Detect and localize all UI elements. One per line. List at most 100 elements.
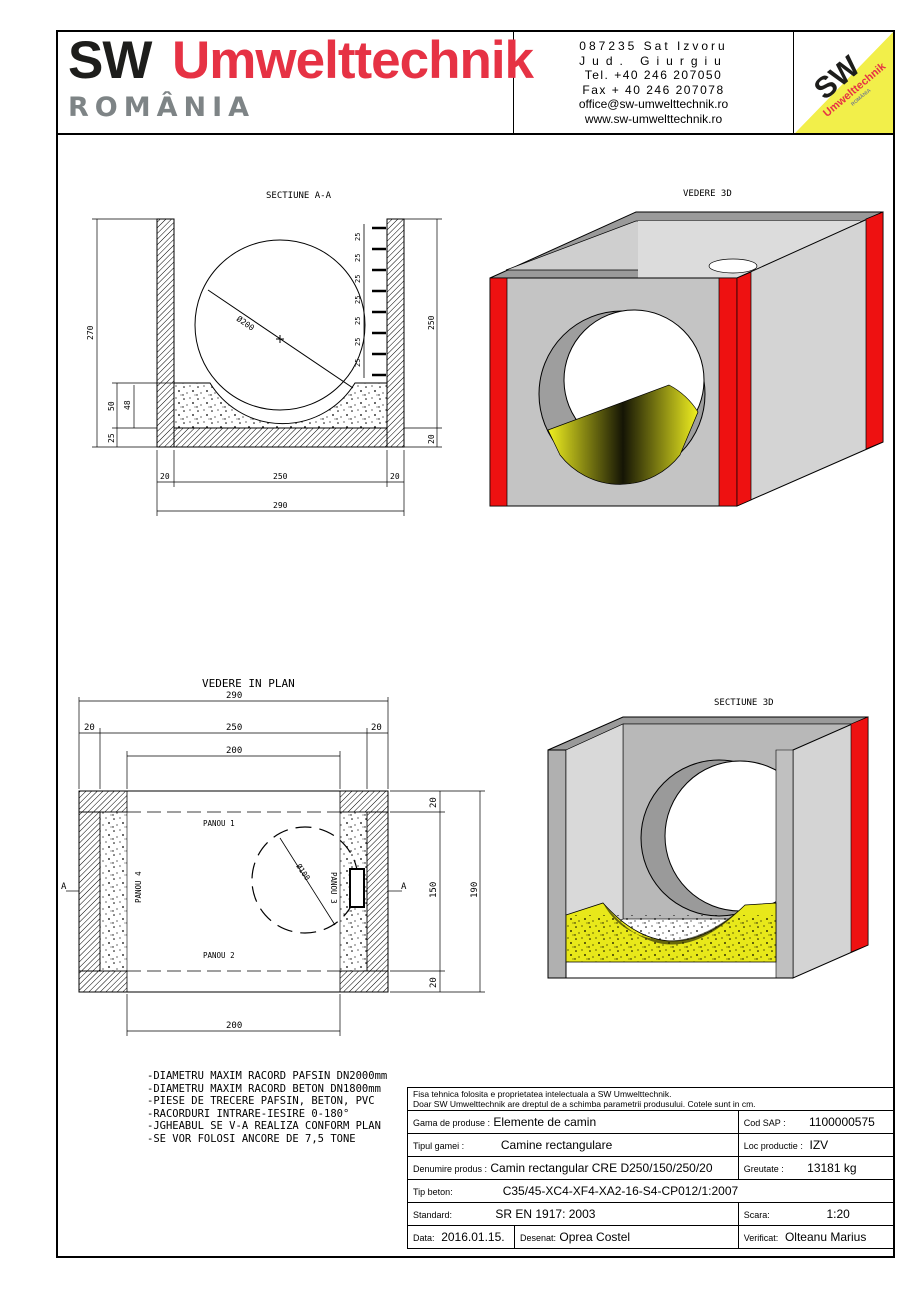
tip-beton-label: Tip beton: [413,1187,453,1197]
scara-value: 1:20 [826,1207,850,1221]
tip-gama-label: Tipul gamei : [413,1141,465,1151]
gama-label: Gama de produse : [413,1118,491,1128]
sw-badge-logo: SW Umwelttechnik ROMÂNIA [795,32,893,133]
section-3d-title: SECTIUNE 3D [714,698,774,708]
plan-dim-w290: 290 [226,691,242,701]
view-3d-model [489,211,884,507]
dim-step: 25 [354,296,362,304]
plan-dim-h190: 190 [470,882,480,898]
brand-country: ROMÂNIA [68,92,256,123]
greutate-value: 13181 kg [807,1161,857,1175]
verificat-cell: Verificat: Olteanu Marius [737,1225,896,1249]
contact-county: Jud. Giurgiu [579,53,728,68]
tip-gama-cell: Tipul gamei : Camine rectangulare [407,1133,739,1157]
standard-cell: Standard: SR EN 1917: 2003 [407,1202,739,1226]
standard-value: SR EN 1917: 2003 [495,1207,596,1221]
plan-dim-d100: Ø100 [294,862,312,882]
tip-gama-value: Camine rectangulare [500,1138,613,1152]
disclaimer: Fisa tehnica folosita e proprietatea int… [407,1087,895,1111]
verificat-label: Verificat: [743,1233,779,1243]
tip-beton-value: C35/45-XC4-XF4-XA2-16-S4-CP012/1:2007 [502,1184,739,1198]
cod-sap-label: Cod SAP : [743,1118,786,1128]
contact-address: 087235 Sat Izvoru [579,39,728,53]
denumire-cell: Denumire produs : Camin rectangular CRE … [407,1156,739,1180]
drawing-sheet: SW Umwelttechnik ROMÂNIA 087235 Sat Izvo… [56,30,895,1258]
denumire-label: Denumire produs : [413,1164,488,1174]
plan-view: 290 20 250 20 200 200 20 150 20 190 A A … [61,691,485,1036]
data-value: 2016.01.15. [441,1230,505,1244]
plan-dim-w200-bottom: 200 [226,1021,242,1031]
contact-phone: Tel. +40 246 207050 [584,68,723,82]
dim-w250: 250 [273,472,288,481]
disclaimer-line-1: Fisa tehnica folosita e proprietatea int… [413,1089,672,1099]
plan-dim-w250: 250 [226,723,242,733]
plan-dim-w20-left: 20 [84,723,95,733]
dim-h25: 25 [107,433,116,443]
loc-productie-value: IZV [809,1138,829,1152]
plan-dim-h20-top: 20 [429,797,439,808]
section-3d-model [547,716,869,979]
cod-sap-cell: Cod SAP : 1100000575 [737,1110,896,1134]
note-item: -DIAMETRU MAXIM RACORD PAFSIN DN2000mm [147,1070,388,1082]
dim-h48: 48 [123,400,132,410]
dim-h250: 250 [427,315,436,330]
tip-beton-cell: Tip beton: C35/45-XC4-XF4-XA2-16-S4-CP01… [407,1179,895,1203]
panou-3-label: PANOU 3 [329,872,338,904]
data-cell: Data: 2016.01.15. [407,1225,515,1249]
scara-cell: Scara: 1:20 [737,1202,896,1226]
dim-step: 25 [354,317,362,325]
view-3d-title: VEDERE 3D [683,189,732,199]
dim-w20-right: 20 [390,472,400,481]
dim-w20-left: 20 [160,472,170,481]
dim-step: 25 [354,275,362,283]
dim-step: 25 [354,359,362,367]
desenat-value: Oprea Costel [559,1230,631,1244]
section-mark-a-right: A [401,882,407,892]
panou-4-label: PANOU 4 [134,871,143,903]
brand-sw: SW [68,31,152,90]
note-item: -PIESE DE TRECERE PAFSIN, BETON, PVC [147,1095,375,1108]
plan-dim-h150: 150 [429,882,439,898]
note-item: -DIAMETRU MAXIM RACORD BETON DN1800mm [147,1082,381,1095]
brand-umwelttechnik: Umwelttechnik [172,31,534,90]
dim-step: 25 [354,233,362,241]
dim-w290: 290 [273,501,288,510]
plan-dim-h20-bottom: 20 [429,977,439,988]
denumire-value: Camin rectangular CRE D250/150/250/20 [490,1161,713,1175]
scara-label: Scara: [743,1210,770,1220]
dim-h20: 20 [427,434,436,444]
technical-notes: -DIAMETRU MAXIM RACORD PAFSIN DN2000mm -… [147,1070,387,1146]
contact-info: 087235 Sat Izvoru Jud. Giurgiu Tel. +40 … [514,32,794,133]
contact-email: office@sw-umwelttechnik.ro [578,97,729,111]
dim-h270: 270 [86,325,95,340]
dim-step: 25 [354,338,362,346]
desenat-label: Desenat: [520,1233,557,1243]
dim-h50: 50 [107,401,116,411]
section-mark-a-left: A [61,882,67,892]
dim-step: 25 [354,254,362,262]
plan-dim-w20-right: 20 [371,723,382,733]
dim-d200: Ø200 [235,313,257,332]
plan-dim-w200-top: 200 [226,746,242,756]
greutate-label: Greutate : [743,1164,784,1174]
contact-web: www.sw-umwelttechnik.ro [584,111,723,126]
standard-label: Standard: [413,1210,453,1220]
desenat-cell: Desenat: Oprea Costel [514,1225,739,1249]
loc-productie-cell: Loc productie : IZV [737,1133,896,1157]
note-item: -JGHEABUL SE V-A REALIZA CONFORM PLAN [147,1120,381,1133]
company-logo: SW Umwelttechnik ROMÂNIA [58,31,534,133]
header: SW Umwelttechnik ROMÂNIA 087235 Sat Izvo… [58,31,893,135]
note-item: -RACORDURI INTRARE-IESIRE 0-180° [147,1107,350,1120]
cod-sap-value: 1100000575 [808,1115,875,1129]
contact-fax: Fax + 40 246 207078 [582,82,725,97]
disclaimer-line-2: Doar SW Umwelttechnik are dreptul de a s… [413,1099,756,1109]
section-aa-title: SECTIUNE A-A [266,191,332,201]
data-label: Data: [413,1233,435,1243]
greutate-cell: Greutate : 13181 kg [737,1156,896,1180]
panou-2-label: PANOU 2 [203,951,235,960]
gama-value: Elemente de camin [493,1115,597,1129]
loc-productie-label: Loc productie : [743,1141,803,1151]
plan-view-title: VEDERE IN PLAN [202,677,295,690]
note-item: -SE VOR FOLOSI ANCORE DE 7,5 TONE [147,1132,356,1145]
